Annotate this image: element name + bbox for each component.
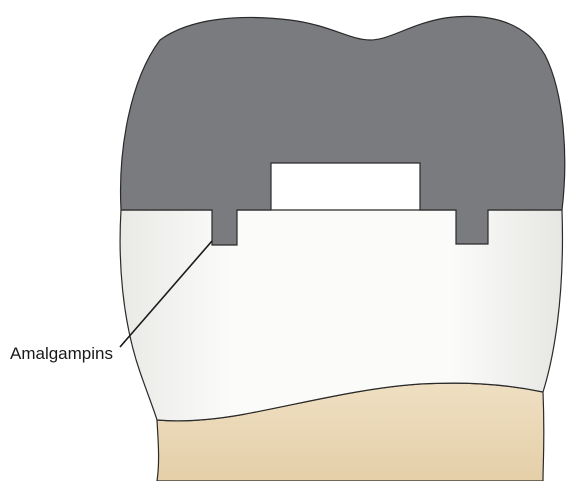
amalgam-pins-label: Amalgampins [10,344,113,364]
